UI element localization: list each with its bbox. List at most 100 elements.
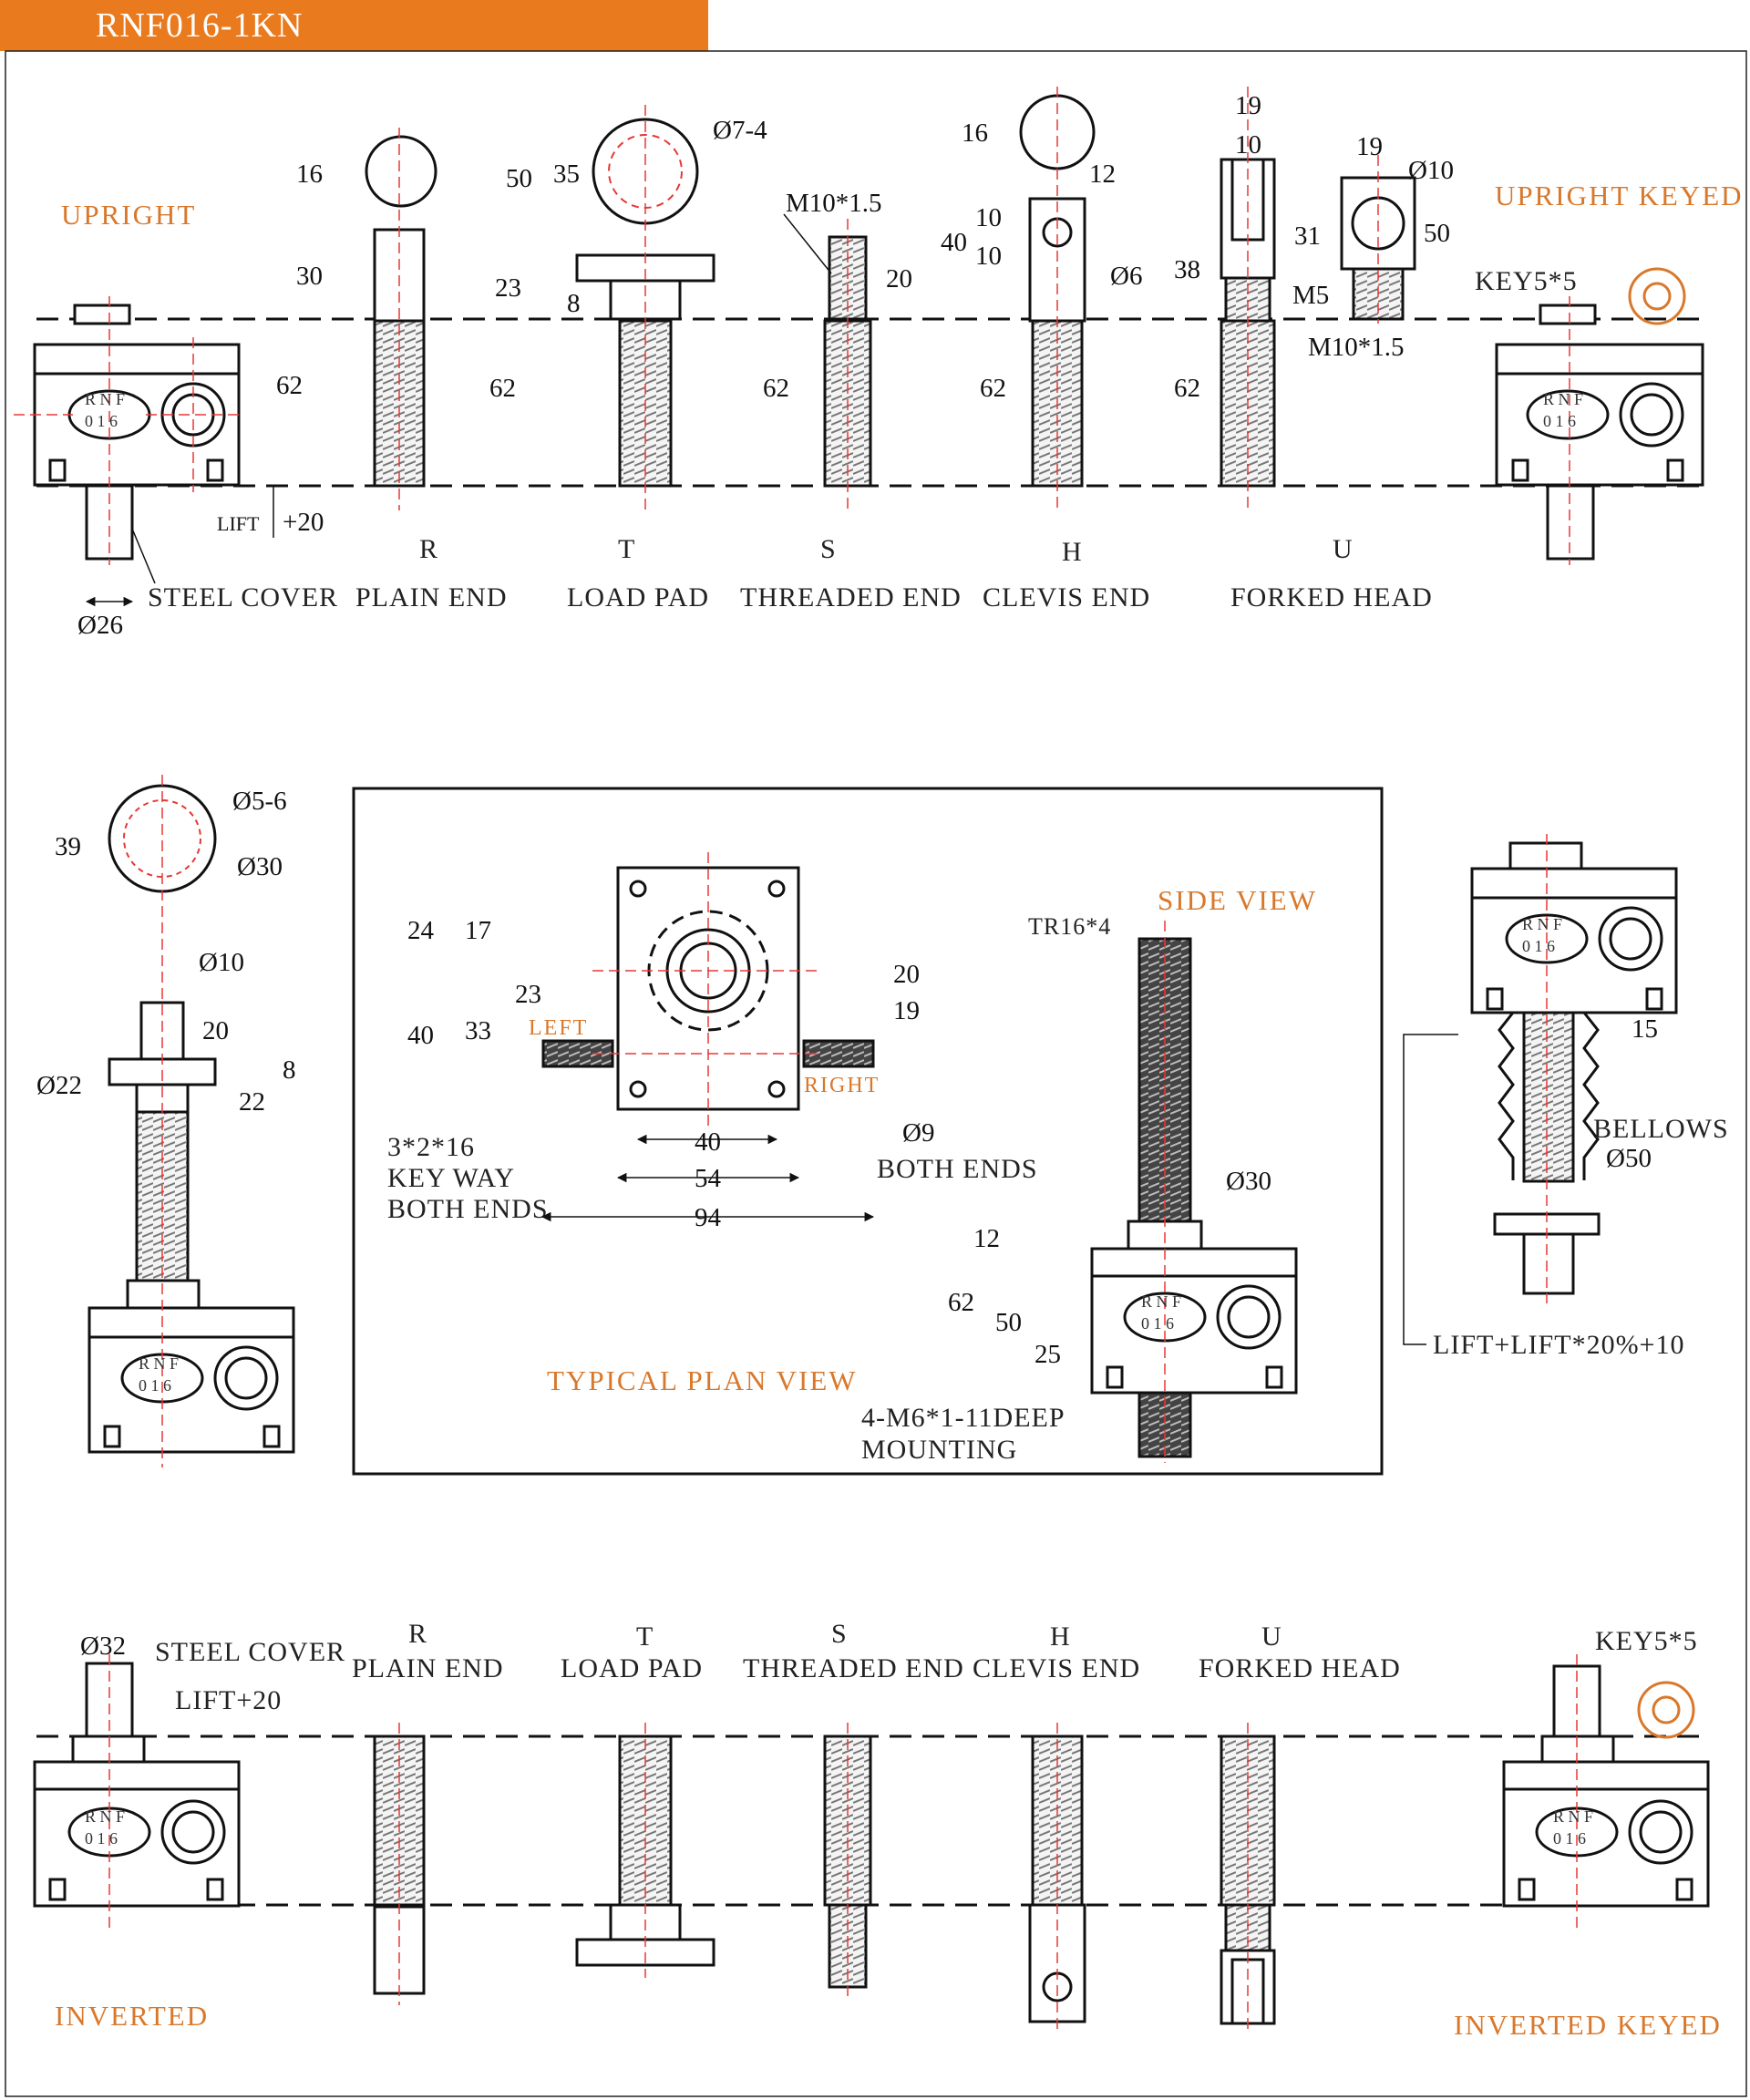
label-upright: UPRIGHT	[61, 199, 196, 231]
logo-bottom-bellows: 0 1 6	[1522, 937, 1555, 955]
key-label-top: KEY5*5	[1475, 266, 1578, 296]
label-typical-plan-view: TYPICAL PLAN VIEW	[547, 1364, 858, 1396]
upright-centerlines	[14, 296, 239, 565]
lift-plus: +20	[283, 508, 324, 537]
dim-fork-m10: M10*1.5	[1308, 333, 1405, 362]
dim-pad-holes: Ø7-4	[713, 116, 767, 145]
upright-jack-body	[33, 304, 241, 561]
inv-lift: LIFT+20	[175, 1685, 282, 1715]
dim-pad-23: 23	[495, 273, 521, 303]
dim-clevis-40: 40	[941, 228, 967, 257]
logo-bottom-left: 0 1 6	[139, 1376, 171, 1395]
logo-bottom-inv: 0 1 6	[85, 1829, 118, 1848]
plan-view-frame	[352, 787, 1384, 1476]
dim-left-20: 20	[202, 1016, 229, 1045]
dim-pad-8: 8	[567, 289, 581, 318]
code-t-bot: T	[636, 1621, 654, 1652]
dim-fork-m5: M5	[1292, 281, 1329, 310]
side-d12: 12	[973, 1224, 1000, 1253]
bellows-lift: LIFT+LIFT*20%+10	[1433, 1330, 1684, 1360]
logo-top-inv: R N F	[85, 1807, 125, 1826]
dim-left-d30: Ø30	[237, 852, 283, 881]
keyway-line3: BOTH ENDS	[387, 1194, 549, 1224]
dim-fork-10: 10	[1235, 130, 1261, 160]
side-d25: 25	[1035, 1340, 1061, 1369]
name-r-bot: PLAIN END	[352, 1653, 504, 1683]
logo-top-keyed: R N F	[1543, 390, 1583, 408]
plan-dim-d9: Ø9	[902, 1118, 934, 1148]
name-u-top: FORKED HEAD	[1230, 582, 1433, 612]
side-d62: 62	[948, 1288, 974, 1317]
dim-thread-m10: M10*1.5	[786, 189, 882, 218]
steel-cover-label: STEEL COVER	[148, 582, 338, 612]
dim-pad-35: 35	[553, 160, 580, 189]
side-d30: Ø30	[1226, 1167, 1271, 1196]
dim-plain-30: 30	[296, 262, 323, 291]
logo-bottom: 0 1 6	[85, 412, 118, 430]
inv-load-pad	[575, 1735, 715, 1967]
code-t-top: T	[618, 534, 635, 564]
dim-fork-62: 62	[1174, 374, 1200, 403]
plan-dim-24: 24	[407, 916, 435, 945]
plan-dim-20: 20	[893, 960, 920, 989]
keyway-line1: 3*2*16	[387, 1132, 475, 1162]
code-h-bot: H	[1050, 1621, 1071, 1652]
forked-head-drawing	[1220, 158, 1416, 488]
key-detail-icon-bottom	[1637, 1681, 1695, 1739]
name-u-bot: FORKED HEAD	[1199, 1653, 1401, 1683]
label-inverted-keyed: INVERTED KEYED	[1454, 2009, 1722, 2041]
dim-clevis-6: Ø6	[1110, 262, 1142, 291]
dim-plain-16: 16	[296, 160, 323, 189]
logo-top: R N F	[85, 390, 125, 408]
dim-clevis-62: 62	[980, 374, 1006, 403]
code-s-top: S	[820, 534, 837, 564]
label-upright-keyed: UPRIGHT KEYED	[1495, 180, 1744, 211]
name-h-bot: CLEVIS END	[973, 1653, 1140, 1683]
dim-plain-62: 62	[276, 371, 303, 400]
inverted-jack-body	[33, 1662, 241, 1908]
label-left: LEFT	[529, 1016, 588, 1040]
plan-dim-40h: 40	[695, 1127, 721, 1157]
inv-d32: Ø32	[80, 1632, 126, 1661]
plain-end-drawing	[365, 135, 438, 488]
logo-top-invkey: R N F	[1553, 1807, 1593, 1826]
name-s-top: THREADED END	[740, 582, 962, 612]
dim-left-d10: Ø10	[199, 948, 244, 977]
dim-pad-62: 62	[489, 374, 516, 403]
key-detail-icon	[1628, 267, 1686, 325]
dim-pad-50: 50	[506, 164, 532, 193]
code-s-bot: S	[831, 1619, 848, 1649]
logo-bottom-invkey: 0 1 6	[1553, 1829, 1586, 1848]
code-u-top: U	[1333, 534, 1354, 564]
label-inverted: INVERTED	[55, 2000, 209, 2032]
logo-bottom-side: 0 1 6	[1141, 1314, 1174, 1333]
key-label-bottom: KEY5*5	[1595, 1626, 1698, 1656]
logo-top-left: R N F	[139, 1354, 179, 1373]
dim-fork-38: 38	[1174, 255, 1200, 284]
dim-fork-50: 50	[1424, 219, 1450, 248]
bellows-d50: Ø50	[1606, 1144, 1652, 1173]
dim-fork-31: 31	[1294, 221, 1321, 251]
plan-dim-33: 33	[465, 1016, 491, 1045]
header-bar: RNF016-1KN	[0, 0, 708, 51]
plan-dim-19: 19	[893, 996, 920, 1025]
inverted-keyed-body	[1502, 1664, 1710, 1908]
side-d50: 50	[995, 1308, 1022, 1337]
dim-left-39: 39	[55, 832, 81, 861]
plan-dim-94: 94	[695, 1203, 722, 1232]
dim-left-d22: Ø22	[36, 1071, 82, 1100]
dim-clevis-12: 12	[1089, 160, 1116, 189]
dim-left-22: 22	[239, 1087, 265, 1117]
lift-label: LIFT	[217, 512, 260, 535]
dim-thread-62: 62	[763, 374, 789, 403]
code-u-bot: U	[1261, 1621, 1282, 1652]
code-r-bot: R	[408, 1619, 427, 1649]
inv-steel-cover: STEEL COVER	[155, 1637, 345, 1667]
name-t-bot: LOAD PAD	[561, 1653, 703, 1683]
label-side-view: SIDE VIEW	[1158, 884, 1317, 916]
upright-keyed-body	[1495, 304, 1704, 561]
plan-dim-40v: 40	[407, 1021, 434, 1050]
name-h-top: CLEVIS END	[983, 582, 1150, 612]
